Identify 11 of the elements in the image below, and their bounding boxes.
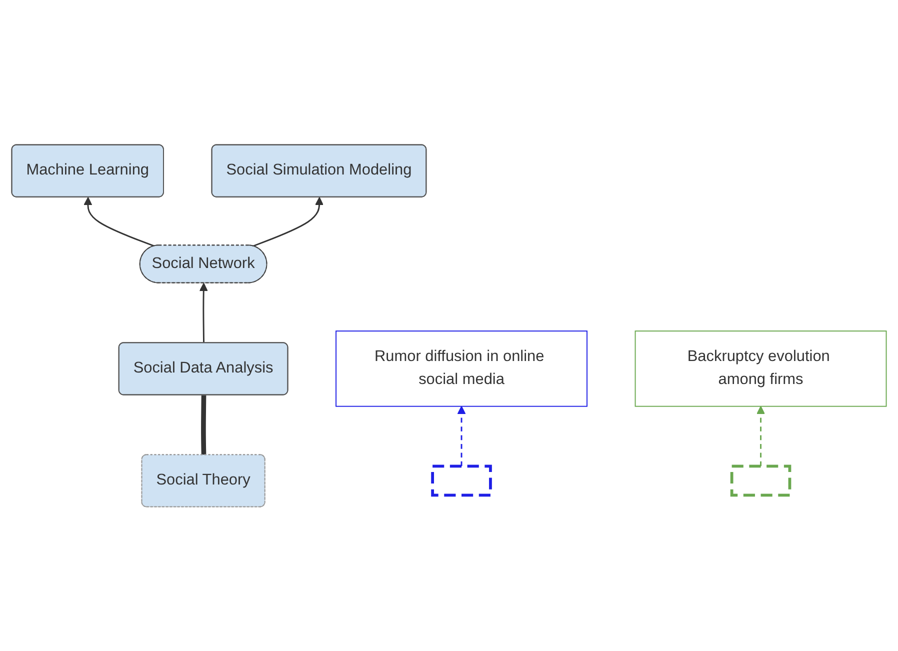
arrow: [199, 282, 208, 343]
node-box: [336, 330, 588, 407]
connector: [201, 394, 206, 455]
arrow: [756, 406, 766, 466]
diagram: Machine Learning Social Simulation Modeling Social Network Social Data Analysis Social Theory Rumor diffusion in online social media Backruptcy evolution among firms: [4, 136, 894, 514]
arrow: [457, 406, 466, 466]
arrow: [84, 196, 155, 247]
node-box: [634, 330, 887, 407]
arrow: [252, 196, 324, 247]
node-box: [431, 464, 492, 496]
node-box: [730, 464, 792, 496]
